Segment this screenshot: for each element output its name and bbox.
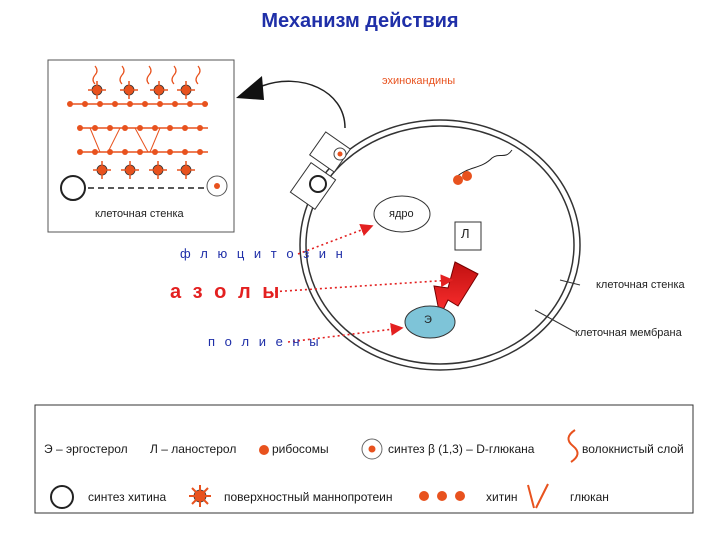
legend-chitin: хитин (486, 490, 518, 504)
legend-glucan-synthase-icon (361, 438, 383, 460)
fibrous-layer-squiggles (92, 65, 201, 85)
cell-wall-inset (47, 59, 235, 233)
page-title: Механизм действия (261, 10, 459, 32)
legend-chitin-synthesis: синтез хитина (88, 490, 167, 504)
legend-mannoprotein-star (189, 485, 211, 507)
drug-azoles: а з о л ы (170, 281, 283, 303)
legend-glucan-synthesis: синтез β (1,3) – D-глюкана (388, 442, 535, 456)
legend-glucan-lines (527, 483, 549, 509)
legend-fibrous-squiggle (567, 429, 579, 463)
legend-glucan: глюкан (570, 490, 609, 504)
legend-ribosomes: рибосомы (272, 442, 329, 456)
label-cell-membrane: клеточная мембрана (575, 327, 682, 339)
label-nucleus: ядро (389, 208, 414, 220)
legend-lanosterol: Л – ланостерол (150, 442, 237, 456)
label-echinocandins: эхинокандины (382, 75, 456, 87)
legend-chitin-dots (419, 491, 465, 501)
legend-mannoprotein: поверхностный маннопротеин (224, 490, 393, 504)
label-ergosterol-cell: Э (424, 314, 432, 326)
drug-polyenes: п о л и е н ы (208, 334, 322, 349)
legend-ergosterol: Э – эргостерол (44, 442, 128, 456)
fungal-cell (289, 119, 581, 371)
label-lanosterol-box: Л (461, 226, 470, 241)
drug-flucytosine: ф л ю ц и т о з и н (180, 246, 346, 261)
legend-fibrous-layer: волокнистый слой (582, 442, 684, 456)
label-cell-wall-inset: клеточная стенка (95, 208, 184, 220)
legend-ribosome-icon (259, 445, 269, 455)
pointer-arrow-head (236, 76, 264, 100)
label-cell-wall: клеточная стенка (596, 279, 685, 291)
